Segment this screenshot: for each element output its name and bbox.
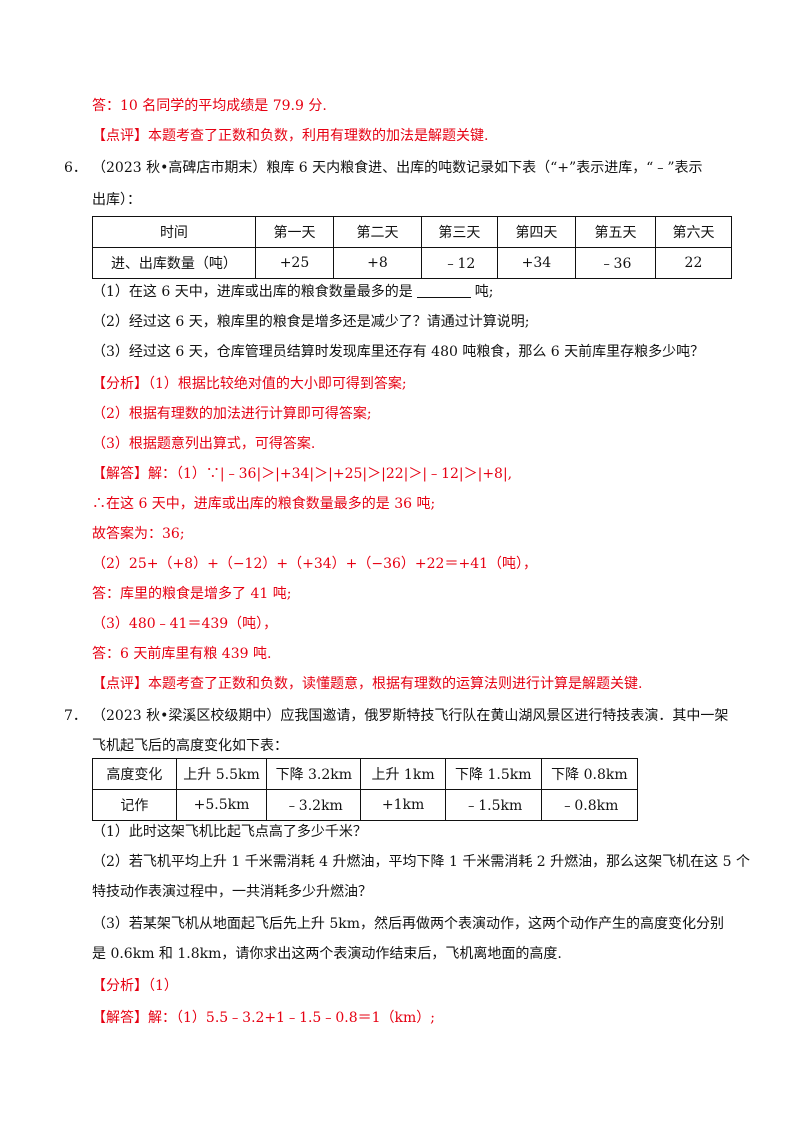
question-7-part-3-line-1: （3）若某架飞机从地面起飞后先上升 5km，然后再做两个表演动作，这两个动作产生…: [92, 916, 725, 932]
question-6-part-3: （3）经过这 6 天，仓库管理员结算时发现库里还存有 480 吨粮食，那么 6 …: [92, 344, 705, 360]
analysis-line-1: 【分析】（1）: [92, 978, 178, 994]
table-cell: 高度变化: [92, 758, 177, 790]
solution-line-4: （2）25+（+8）+（−12）+（+34）+（−36）+22＝+41（吨），: [92, 556, 538, 572]
question-6-stem-line-1: （2023 秋•高碑店市期末）粮库 6 天内粮食进、出库的吨数记录如下表（“+”…: [92, 160, 703, 176]
table-cell: 第一天: [254, 216, 335, 248]
table-cell: 下降 1.5km: [444, 758, 542, 790]
table-cell: 下降 0.8km: [540, 758, 639, 790]
table-cell: ﹣3.2km: [266, 789, 362, 821]
part-1-text: （1）在这 6 天中，进库或出库的粮食数量最多的是: [92, 284, 413, 300]
table-cell: +5.5km: [175, 789, 268, 821]
question-7-number: 7．: [64, 708, 87, 724]
question-7-stem-line-1: （2023 秋•梁溪区校级期中）应我国邀请，俄罗斯特技飞行队在黄山湖风景区进行特…: [92, 708, 729, 724]
table-cell: 下降 3.2km: [266, 758, 362, 790]
question-6-number: 6．: [64, 160, 87, 176]
question-7-part-2-line-1: （2）若飞机平均上升 1 千米需消耗 4 升燃油，平均下降 1 千米需消耗 2 …: [92, 854, 750, 870]
solution-line-7: 答：6 天前库里有粮 439 吨.: [92, 646, 272, 662]
question-6-part-2: （2）经过这 6 天，粮库里的粮食是增多还是减少了？请通过计算说明;: [92, 314, 530, 330]
analysis-line-2: （2）根据有理数的加法进行计算即可得答案;: [92, 406, 372, 422]
table-cell: +25: [254, 247, 335, 279]
grain-table: 时间 第一天 第二天 第三天 第四天 第五天 第六天 进、出库数量（吨） +25…: [92, 216, 733, 279]
review-line: 【点评】本题考查了正数和负数，利用有理数的加法是解题关键.: [92, 128, 489, 144]
solution-line-1: 【解答】解：（1）∵|﹣36|＞|+34|＞|+25|＞|22|＞|﹣12|＞|…: [92, 466, 513, 482]
solution-line-2: ∴在这 6 天中，进库或出库的粮食数量最多的是 36 吨;: [92, 496, 436, 512]
table-cell: +34: [496, 247, 577, 279]
question-7-part-3-line-2: 是 0.6km 和 1.8km，请你求出这两个表演动作结束后，飞机离地面的高度.: [92, 946, 562, 962]
table-cell: 上升 5.5km: [175, 758, 268, 790]
question-7-part-2-line-2: 特技动作表演过程中，一共消耗多少升燃油？: [92, 884, 372, 900]
analysis-line-1: 【分析】（1）根据比较绝对值的大小即可得到答案;: [92, 376, 407, 392]
table-cell: ﹣0.8km: [540, 789, 639, 821]
answer-blank: [416, 283, 471, 298]
table-cell: 时间: [92, 216, 256, 248]
table-cell: 第四天: [496, 216, 577, 248]
table-cell: 第六天: [654, 216, 733, 248]
solution-line-6: （3）480﹣41＝439（吨），: [92, 616, 278, 632]
question-7-stem-line-2: 飞机起飞后的高度变化如下表：: [92, 738, 288, 754]
table-cell: 第二天: [333, 216, 422, 248]
table-cell: 进、出库数量（吨）: [92, 247, 256, 279]
solution-line-5: 答：库里的粮食是增多了 41 吨;: [92, 586, 292, 602]
grain-table-data-row: 进、出库数量（吨） +25 +8 ﹣12 +34 ﹣36 22: [92, 247, 733, 279]
altitude-table: 高度变化 上升 5.5km 下降 3.2km 上升 1km 下降 1.5km 下…: [92, 758, 639, 821]
table-cell: 第三天: [420, 216, 498, 248]
question-6-part-1: （1）在这 6 天中，进库或出库的粮食数量最多的是 吨;: [92, 282, 493, 302]
part-1-unit: 吨;: [474, 284, 494, 300]
table-cell: ﹣1.5km: [444, 789, 542, 821]
analysis-line-3: （3）根据题意列出算式，可得答案.: [92, 436, 316, 452]
question-6-stem-line-2: 出库）：: [92, 192, 141, 208]
table-cell: ﹣12: [420, 247, 498, 279]
solution-line-3: 故答案为：36;: [92, 526, 185, 542]
altitude-table-header-row: 高度变化 上升 5.5km 下降 3.2km 上升 1km 下降 1.5km 下…: [92, 758, 639, 790]
table-cell: 记作: [92, 789, 177, 821]
grain-table-header-row: 时间 第一天 第二天 第三天 第四天 第五天 第六天: [92, 216, 733, 248]
altitude-table-data-row: 记作 +5.5km ﹣3.2km +1km ﹣1.5km ﹣0.8km: [92, 789, 639, 821]
table-cell: 第五天: [575, 216, 656, 248]
table-cell: +8: [333, 247, 422, 279]
answer-line: 答：10 名同学的平均成绩是 79.9 分.: [92, 98, 327, 114]
table-cell: 上升 1km: [360, 758, 446, 790]
table-cell: 22: [654, 247, 733, 279]
question-7-part-1: （1）此时这架飞机比起飞点高了多少千米？: [92, 824, 367, 840]
table-cell: +1km: [360, 789, 446, 821]
table-cell: ﹣36: [575, 247, 656, 279]
solution-line-1: 【解答】解：（1）5.5﹣3.2+1﹣1.5﹣0.8＝1（km）;: [92, 1010, 435, 1026]
review-line: 【点评】本题考查了正数和负数，读懂题意，根据有理数的运算法则进行计算是解题关键.: [92, 676, 643, 692]
